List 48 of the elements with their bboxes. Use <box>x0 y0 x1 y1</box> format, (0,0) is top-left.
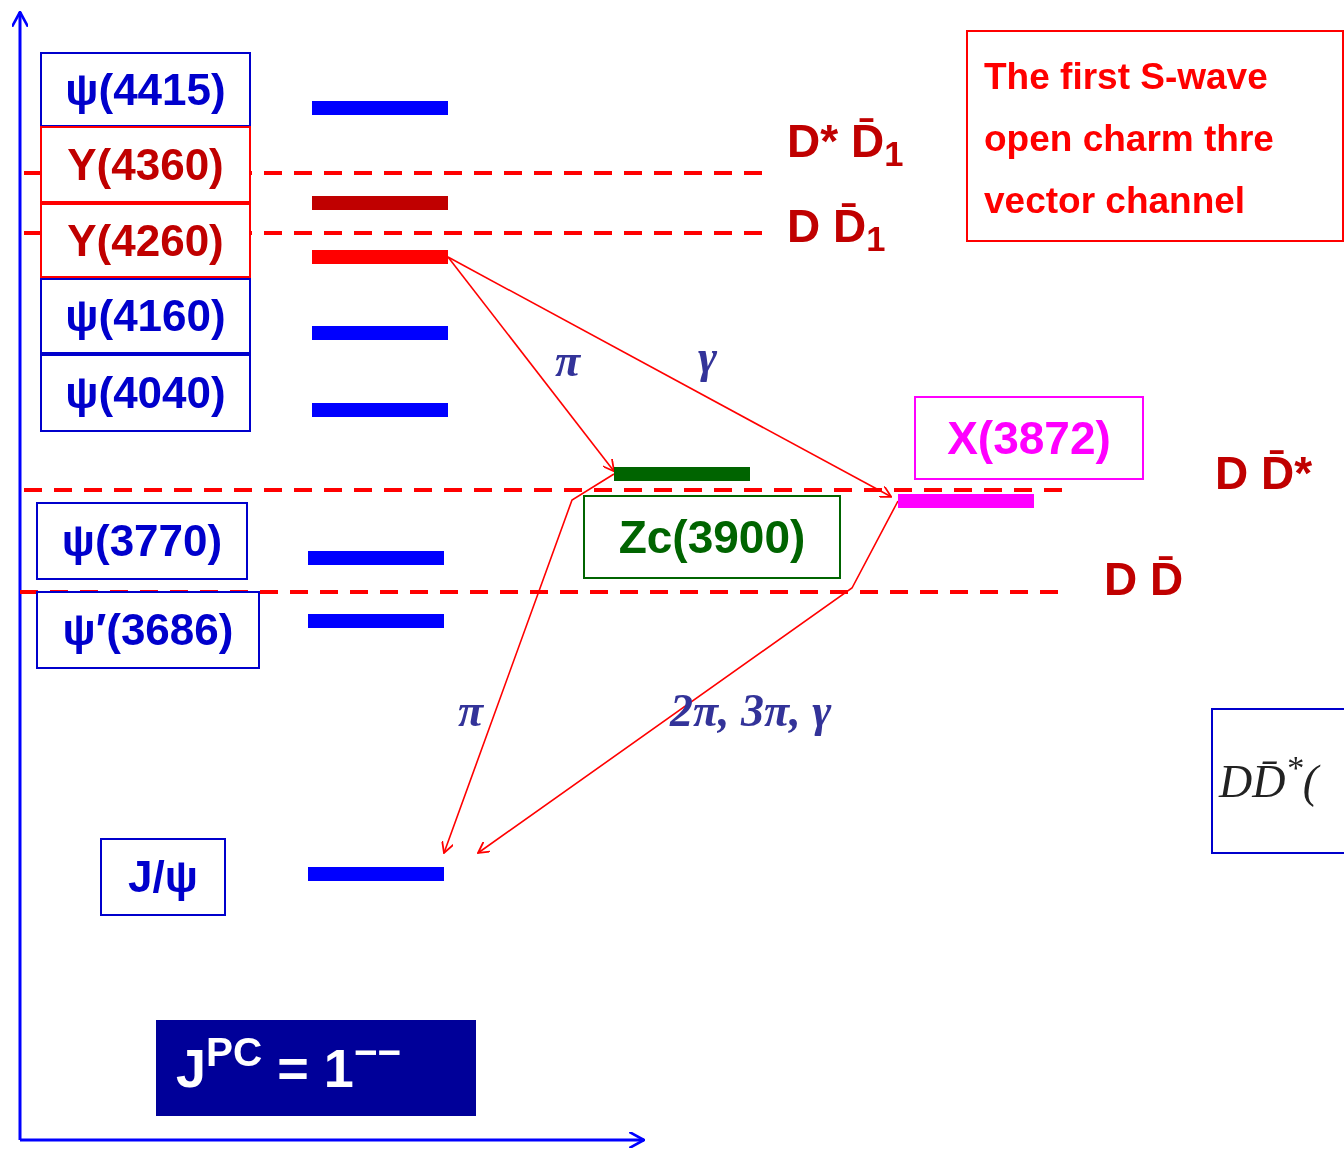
state-name: The first S-wave open charm thre vector channel <box>984 55 1275 223</box>
edge-label: γ <box>698 334 718 380</box>
energy-level-bar <box>308 867 444 881</box>
energy-level-bar <box>614 467 750 481</box>
decay-arrow <box>447 256 893 498</box>
state-name: Y(4360) <box>67 138 224 191</box>
state-label-box <box>583 495 841 579</box>
state-label-box <box>36 591 260 669</box>
state-name: ψ(3770) <box>61 515 223 567</box>
decay-arrow <box>447 256 615 473</box>
threshold-label: D D̄ <box>1104 556 1184 602</box>
state-label-box <box>40 278 251 354</box>
energy-level-bar <box>312 101 448 115</box>
energy-level-bar <box>308 614 444 628</box>
state-label-box <box>40 126 251 203</box>
state-label-box <box>40 52 251 127</box>
state-name: ψ(4415) <box>65 63 226 116</box>
state-name: Y(4260) <box>67 214 224 267</box>
state-label-box <box>914 396 1144 480</box>
note-box <box>966 30 1344 242</box>
energy-level-bar <box>312 326 448 340</box>
state-label-box <box>36 502 248 580</box>
edge-label: π <box>458 688 484 734</box>
energy-level-bar <box>312 196 448 210</box>
threshold-label: D D̄* <box>1215 450 1313 496</box>
state-name: Zc(3900) <box>618 509 806 565</box>
edge-label: 2π, 3π, γ <box>670 688 832 734</box>
threshold-label: D D̄$_{1}$ <box>787 203 886 249</box>
formula-box <box>1211 708 1344 854</box>
decay-arrow <box>477 500 899 854</box>
state-label-box <box>40 203 251 278</box>
state-name: ψ′(3686) <box>62 604 234 656</box>
state-label-box <box>100 838 226 916</box>
decay-arrow <box>441 473 615 854</box>
state-name: ψ(4160) <box>65 290 226 342</box>
threshold-label: D* D̄$_{1}$ <box>787 118 904 164</box>
state-name: J$^{PC}$ = 1$^{−−}$ <box>176 1028 402 1100</box>
state-name: DD̄$^{*}$( <box>1219 747 1319 809</box>
state-name: X(3872) <box>947 410 1111 466</box>
edge-label: π <box>555 338 581 384</box>
state-name: J/ψ <box>128 851 198 903</box>
energy-level-bar <box>312 250 448 264</box>
energy-level-bar <box>312 403 448 417</box>
state-label-box <box>40 354 251 432</box>
energy-level-bar <box>898 494 1034 508</box>
state-name: ψ(4040) <box>65 367 226 419</box>
quantum-number-box <box>156 1020 476 1116</box>
energy-level-bar <box>308 551 444 565</box>
